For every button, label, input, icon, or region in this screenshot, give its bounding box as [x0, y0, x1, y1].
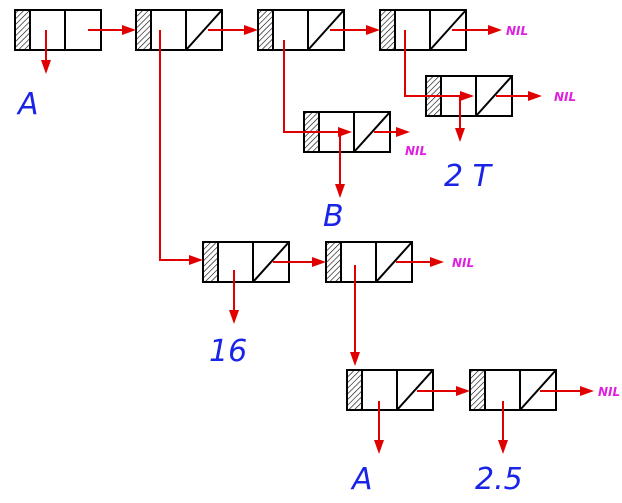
pointer-16-car: [229, 270, 239, 324]
pointer-r1-1-next: [88, 25, 136, 35]
pointer-r1-4-nil: [452, 25, 502, 35]
atom-a-bottom: A: [350, 462, 373, 497]
cell-tag-hatch: [16, 11, 30, 49]
pointer-r1-3-next: [330, 25, 380, 35]
nil-label: NIL: [452, 256, 474, 270]
cell-r1-1: [14, 9, 102, 51]
pointer-r1-2-car: [159, 30, 203, 265]
pointer-r1-3-car: [283, 40, 352, 137]
pointer-16-next: [273, 257, 326, 267]
cell-tag-hatch: [137, 11, 151, 49]
pointer-2-5-nil: [540, 386, 594, 396]
pointer-b-nil: [374, 127, 410, 137]
nil-label: NIL: [554, 90, 576, 104]
pointer-sublist-car: [350, 265, 360, 366]
nil-label: NIL: [405, 144, 427, 158]
pointer-2t-car: [455, 96, 465, 142]
pointer-r1-4-car: [404, 30, 474, 101]
pointer-2t-nil: [496, 91, 542, 101]
atom-16: 16: [209, 334, 247, 369]
pointer-a-bottom-car: [374, 401, 384, 454]
atom-b: B: [323, 199, 344, 234]
atom-2t: 2 T: [444, 159, 494, 194]
cell-tag-hatch: [381, 11, 395, 49]
atom-a-top: A: [16, 87, 39, 122]
cell-tag-hatch: [471, 371, 485, 409]
pointer-head-car: [41, 30, 51, 74]
pointer-sublist-nil: [396, 257, 444, 267]
atom-2-5: 2.5: [475, 462, 523, 497]
cell-r1-4: [379, 9, 467, 51]
pointer-2-5-car: [498, 401, 508, 454]
cell-tag-hatch: [327, 243, 341, 281]
nil-label: NIL: [506, 24, 528, 38]
cell-tag-hatch: [204, 243, 218, 281]
nil-label: NIL: [598, 385, 620, 399]
cell-tag-hatch: [259, 11, 273, 49]
cell-tag-hatch: [348, 371, 362, 409]
pointer-r1-2-next: [208, 25, 258, 35]
pointer-b-car: [335, 132, 345, 198]
pointer-a-bottom-next: [417, 386, 470, 396]
